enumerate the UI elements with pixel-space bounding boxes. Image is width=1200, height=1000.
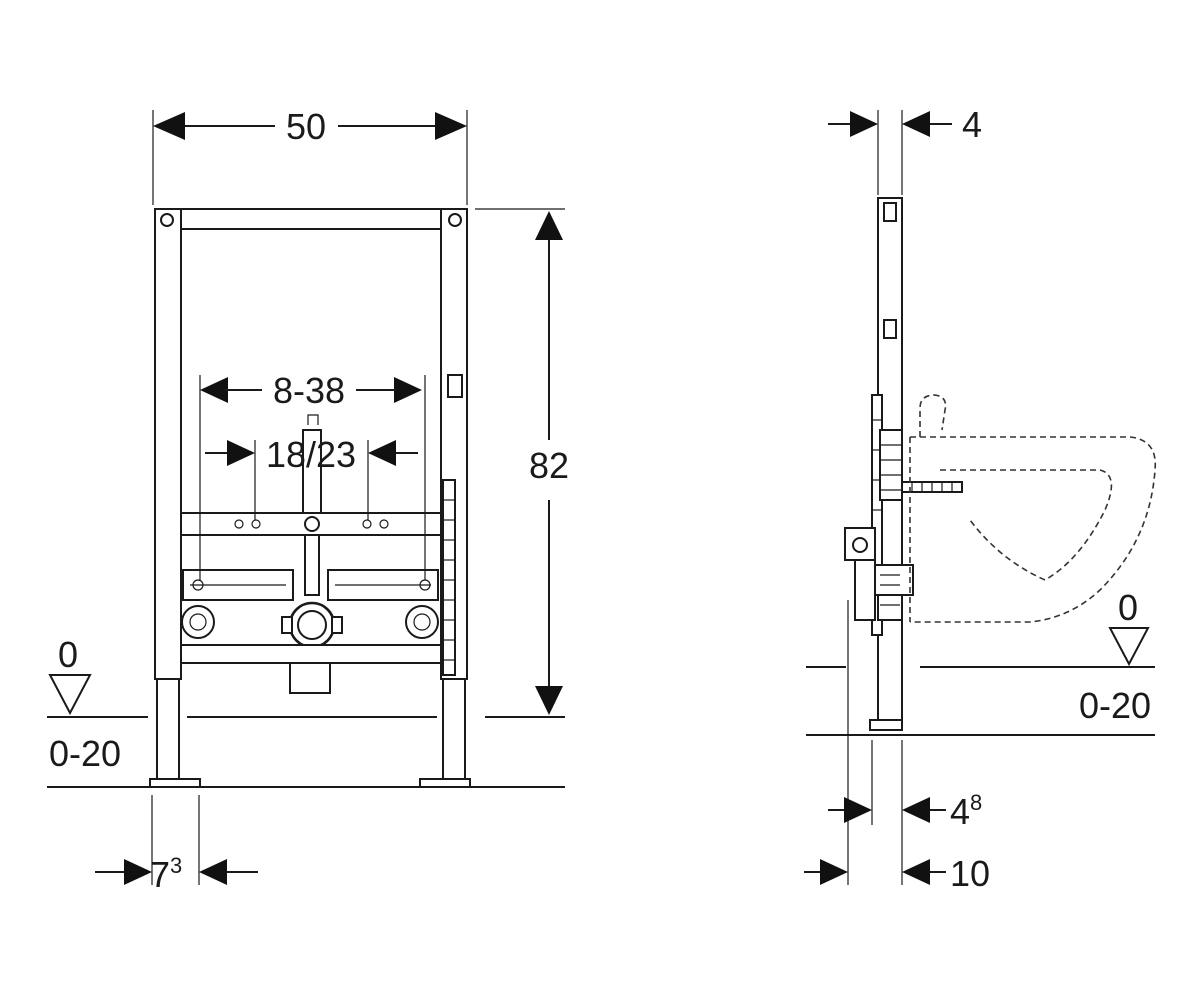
side-level-marker-icon [1108, 627, 1150, 667]
front-floor-levels: 0 0-20 [47, 634, 565, 788]
front-level-marker-icon [48, 674, 92, 716]
bidet-fittings [180, 414, 442, 694]
foot-dimension: 73 [95, 795, 258, 895]
side-foot-total-label: 10 [950, 853, 990, 894]
bidet-outline [909, 394, 1157, 623]
frame [149, 208, 471, 788]
side-floor-levels: 0 0-20 [806, 587, 1155, 736]
foot-label: 73 [150, 853, 182, 895]
depth-top-dimension: 4 [828, 104, 982, 195]
side-foot-dimensions: 48 10 [804, 600, 990, 894]
front-view: 50 [47, 106, 569, 895]
side-view: 4 [804, 104, 1157, 894]
front-level-range-label: 0-20 [49, 733, 121, 774]
side-frame [844, 197, 963, 731]
side-level-zero-label: 0 [1118, 587, 1138, 628]
height-dimension: 82 [475, 208, 569, 718]
spacing-dimension: 8-38 [199, 370, 426, 580]
depth-top-label: 4 [962, 104, 982, 145]
side-level-range-label: 0-20 [1079, 685, 1151, 726]
inner-label: 18/23 [266, 434, 356, 475]
width-label: 50 [286, 106, 326, 147]
spacing-label: 8-38 [273, 370, 345, 411]
side-foot-label: 48 [950, 790, 982, 832]
height-label: 82 [529, 445, 569, 486]
front-level-zero-label: 0 [58, 634, 78, 675]
width-dimension: 50 [152, 106, 468, 205]
inner-dimension: 18/23 [205, 434, 418, 520]
